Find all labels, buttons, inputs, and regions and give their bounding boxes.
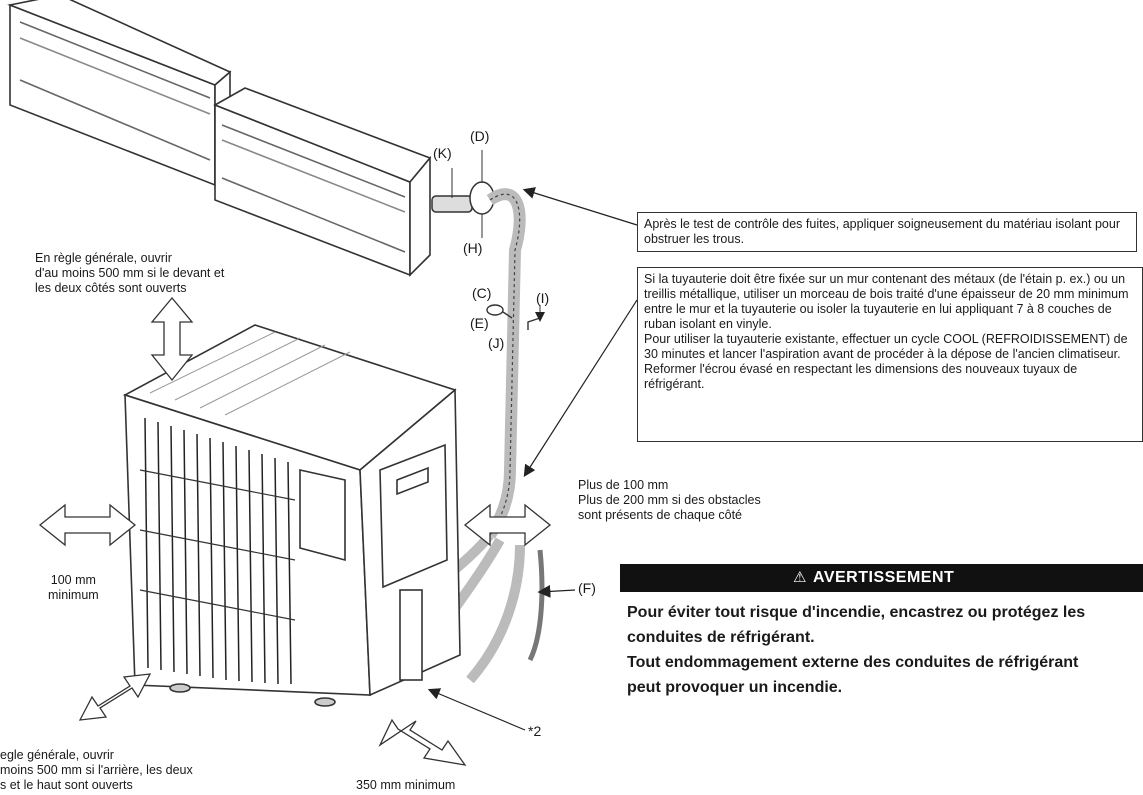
warning-triangle-icon: ⚠: [793, 569, 807, 586]
part-label-i: (I): [536, 290, 550, 306]
part-label-j: (J): [488, 335, 505, 351]
part-label-e: (E): [470, 315, 489, 331]
part-label-f: (F): [578, 580, 596, 596]
clearance-left-label: 100 mm minimum: [48, 573, 99, 602]
note-metal-wall-and-existing-piping: Si la tuyauterie doit être fixée sur un …: [637, 267, 1143, 442]
note-existing-piping: Pour utiliser la tuyauterie existante, e…: [644, 332, 1128, 391]
clearance-top-label: En règle générale, ouvrir d'au moins 500…: [35, 251, 225, 295]
wall-fittings: [431, 150, 495, 238]
warning-text: Pour éviter tout risque d'incendie, enca…: [627, 604, 1086, 696]
leader-lines: [427, 187, 638, 731]
indoor-unit-left: [7, 0, 232, 187]
clearance-bottom-label: 350 mm minimum: [356, 778, 456, 792]
clearance-bottom-left-label: egle générale, ouvrir moins 500 mm si l'…: [0, 748, 193, 792]
part-label-k: (K): [433, 145, 452, 161]
clearance-arrows: [38, 296, 552, 766]
part-label-d: (D): [470, 128, 490, 144]
warning-header: ⚠ AVERTISSEMENT: [620, 564, 1143, 592]
part-label-h: (H): [463, 240, 483, 256]
warning-title: AVERTISSEMENT: [812, 569, 955, 586]
part-label-c: (C): [472, 285, 492, 301]
outdoor-unit: [122, 324, 461, 707]
note-metal-wall: Si la tuyauterie doit être fixée sur un …: [644, 272, 1129, 331]
part-label-star2: *2: [528, 723, 542, 739]
indoor-unit-right: [213, 87, 432, 277]
note-insulation: Après le test de contrôle des fuites, ap…: [637, 212, 1137, 252]
clearance-right-label: Plus de 100 mm Plus de 200 mm si des obs…: [578, 478, 761, 522]
